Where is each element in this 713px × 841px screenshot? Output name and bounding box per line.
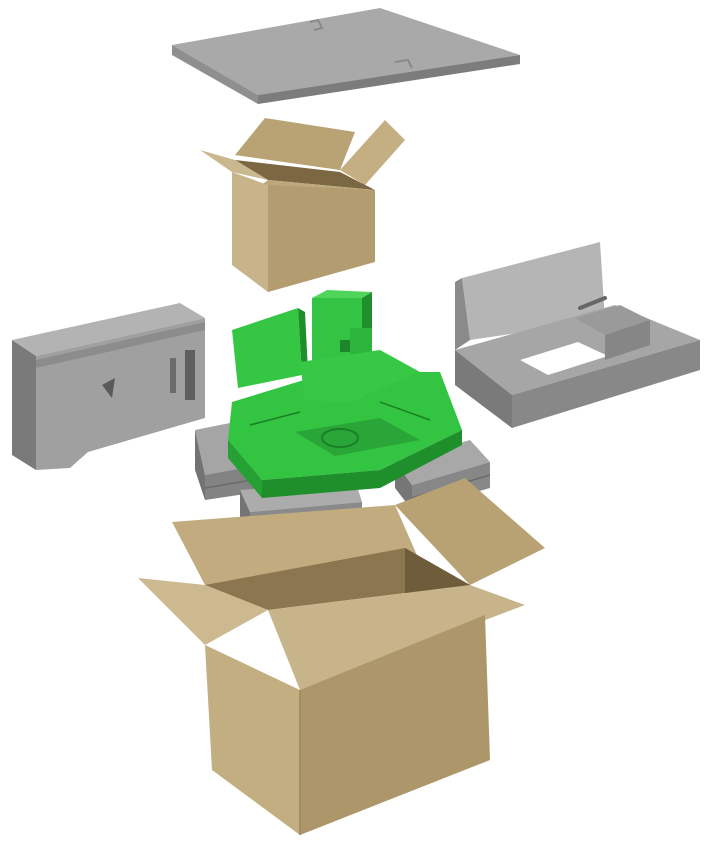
top-foam-lid: [172, 8, 520, 104]
small-box: [200, 118, 405, 292]
device-panel: [232, 308, 302, 388]
large-box-left-side: [205, 645, 300, 835]
left-foam-insert: [12, 303, 205, 470]
left-foam-side: [12, 340, 36, 470]
small-box-left-side: [232, 172, 268, 292]
small-box-front-side: [268, 185, 375, 292]
left-foam-slot-1: [185, 350, 195, 400]
left-foam-slot-2: [170, 358, 176, 393]
device-knob: [340, 340, 350, 352]
right-foam-insert: [455, 242, 700, 428]
small-box-right-flap: [340, 120, 405, 185]
large-box: [138, 478, 545, 835]
device-tower-top: [312, 290, 372, 298]
